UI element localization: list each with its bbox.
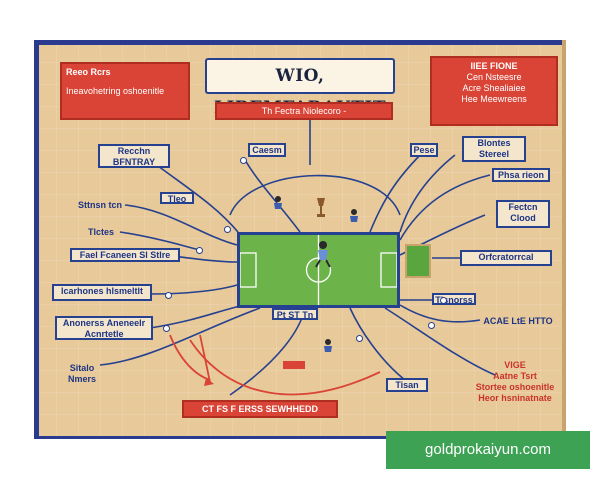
bottom-right-box-line2: Aatne Tsrt [493,371,537,381]
board-frame-bottom [34,436,566,439]
board-frame-right [562,40,566,438]
right-label-4: Orfcratorrcal [460,250,552,266]
bottom-banner: CT FS F ERSS SEWHHEDD [182,400,338,418]
top-right-box: IIEE FIONE Cen Nsteesre Acre Shealiaiee … [430,56,558,126]
player-icon [315,241,331,268]
top-left-box-line1: Reeo Rcrs [66,67,111,77]
top-left-box: Reeo Rcrs Ineavohetring oshoenitle [60,62,190,120]
connector-node [428,322,435,329]
connector-node [356,335,363,342]
top-center-label-2: Pese [410,143,438,157]
board-frame-left [34,40,39,438]
right-label-1: Blontes Stereel [462,136,526,162]
connector-node [196,247,203,254]
watermark-badge: goldprokaiyun.com [386,431,590,469]
player-icon [350,209,358,222]
bottom-right-box: VIGE Aatne Tsrt Stortee oshoenitle Heor … [470,360,560,410]
connector-node [224,226,231,233]
right-label-5: Tlsnorss [432,293,476,305]
bottom-right-box-line4: Heor hsninatnate [478,393,552,403]
bottom-right-box-line3: Stortee oshoenitle [475,382,555,392]
board-frame-top [34,40,566,45]
left-label-5: lcarhones hlsmeltlt [52,284,152,301]
bottom-label-2: Tisan Tsr [386,378,428,392]
connector-node [163,325,170,332]
bottom-label-1: Pt ST Tn [272,308,318,320]
top-right-box-line3: Acre Shealiaiee [462,83,526,93]
player-icon [324,339,332,352]
left-label-1: Recchn BFNTRAY [98,144,170,168]
connector-node [165,292,172,299]
bottom-right-box-line1: VIGE [504,360,526,370]
right-label-3: Fectcn Clood [496,200,550,228]
top-left-box-line2: Ineavohetring oshoenitle [66,86,165,96]
connector-node [440,297,447,304]
left-label-2: Sttnsn tcn [78,200,122,210]
trophy-icon [317,198,325,217]
player-icon [274,196,282,209]
left-label-4: Fael Fcaneen Sl Stlre [70,248,180,262]
diagram-title: WIO, LIREMFARAUTIT [205,58,395,118]
mini-pitch [405,244,431,278]
right-label-2: Phsa rieon [492,168,550,182]
left-label-3: Tlctes Pctlo [87,227,114,239]
left-label-6: Anonerss Aneneelr Acnrtetle [55,316,153,340]
top-center-label-1: Caesm [248,143,286,157]
top-right-box-line4: Hee Meewreens [461,94,527,104]
soccer-pitch [237,232,400,308]
center-left-label: Tleo [160,192,194,204]
top-right-box-line2: Cen Nsteesre [466,72,522,82]
left-label-7: Sitalo Nmers [67,363,96,384]
diagram-subtitle: Th Fectra Niolecoro - [215,102,393,120]
connector-node [240,157,247,164]
top-right-box-line1: IIEE FIONE [470,61,518,71]
right-label-6: ACAE LtE HTTO [483,316,553,326]
